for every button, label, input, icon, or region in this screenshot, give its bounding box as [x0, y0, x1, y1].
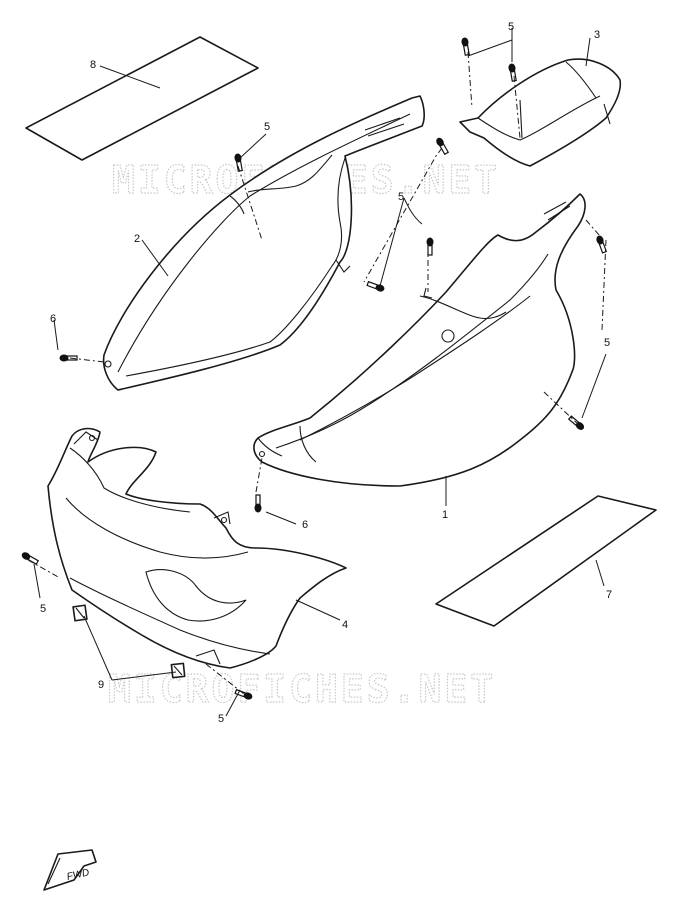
screw-5-panel-right	[436, 137, 450, 156]
callout-5-center: 5	[398, 191, 404, 203]
fwd-label: FWD	[66, 867, 91, 882]
part-4-lower-fairing	[47, 427, 347, 669]
callout-5-left: 5	[40, 603, 46, 615]
callout-1: 1	[442, 509, 448, 521]
callout-9: 9	[98, 679, 104, 691]
callout-4: 4	[342, 619, 348, 631]
part-1-side-cover	[253, 193, 586, 487]
screw-5-center-left	[366, 280, 385, 292]
part-2-side-panel	[102, 95, 425, 391]
screw-5-top-right	[508, 63, 517, 82]
screw-6-left	[59, 354, 78, 362]
part-3-tail-cover	[459, 58, 622, 167]
screw-5-panel	[234, 153, 243, 172]
fwd-arrow-badge: FWD	[43, 849, 97, 891]
callout-5-top: 5	[508, 21, 514, 33]
callout-5-panel: 5	[264, 121, 270, 133]
screw-5-left	[21, 552, 40, 566]
screw-5-right-upper	[596, 235, 608, 254]
callout-6-center: 6	[302, 519, 308, 531]
part-7-emblem-strip	[435, 495, 657, 627]
screw-6-center	[254, 494, 262, 513]
callout-6-left: 6	[50, 313, 56, 325]
part-9-clip-lower	[170, 662, 186, 679]
callout-8: 8	[90, 59, 96, 71]
callout-labels: 1 2 3 4 5 5 5 5 5 5 6 6 7 8 9	[40, 21, 612, 725]
callout-5-bottom: 5	[218, 713, 224, 725]
callout-2: 2	[134, 233, 140, 245]
callout-3: 3	[594, 29, 600, 41]
part-8-emblem-strip	[25, 36, 259, 161]
leader-lines	[33, 28, 607, 717]
screw-5-top-left	[461, 37, 470, 56]
part-9-clip-upper	[72, 604, 88, 622]
callout-5-right: 5	[604, 337, 610, 349]
assembly-lines	[27, 51, 607, 695]
callout-7: 7	[606, 589, 612, 601]
